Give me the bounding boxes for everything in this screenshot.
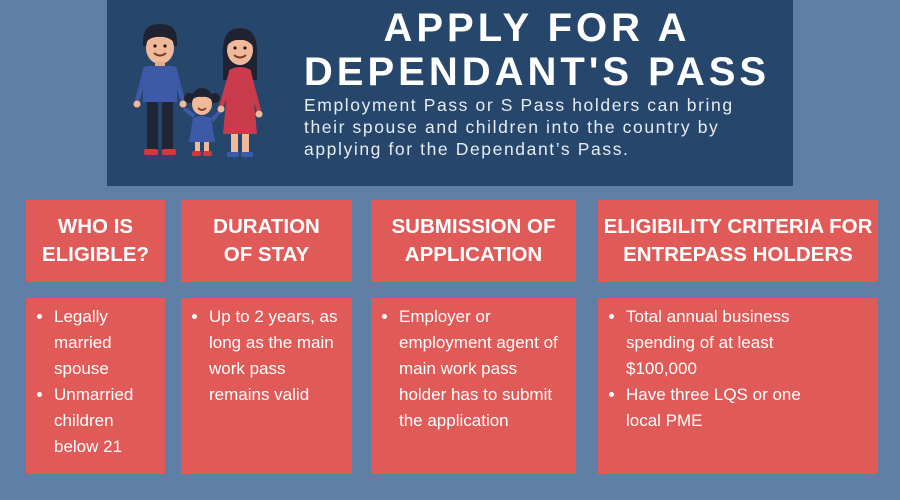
header-banner: APPLY FOR A DEPENDANT'S PASS Employment … [107, 0, 793, 186]
bullet-list: Total annual business spending of at lea… [598, 304, 838, 434]
list-item: Have three LQS or one local PME [626, 382, 838, 434]
heading-submission-of-application: SUBMISSION OF APPLICATION [371, 200, 576, 282]
list-item: Employer or employment agent of main wor… [399, 304, 560, 434]
mother-figure [217, 28, 263, 157]
bullet-list: Legally married spouse Unmarried childre… [26, 304, 157, 460]
heading-line: APPLICATION [404, 243, 543, 266]
title-line-1: APPLY FOR A [383, 6, 691, 50]
heading-line: ELIGIBILITY CRITERIA FOR [603, 215, 873, 238]
heading-line: ELIGIBLE? [41, 243, 150, 266]
heading-line: DURATION [213, 215, 320, 238]
list-item: Up to 2 years, as long as the main work … [209, 304, 338, 408]
title-line-2: DEPENDANT'S PASS [303, 50, 771, 94]
list-item: Unmarried children below 21 [54, 382, 157, 460]
intro-text: Employment Pass or S Pass holders can br… [304, 95, 734, 159]
father-figure [133, 24, 187, 155]
heading-line: WHO IS [57, 215, 134, 238]
bullet-list: Employer or employment agent of main wor… [371, 304, 560, 434]
card-entrepass-criteria: Total annual business spending of at lea… [598, 298, 878, 474]
heading-line: OF STAY [223, 243, 310, 266]
heading-duration-of-stay: DURATION OF STAY [181, 200, 352, 282]
card-who-is-eligible: Legally married spouse Unmarried childre… [26, 298, 165, 474]
list-item: Legally married spouse [54, 304, 157, 382]
family-illustration [133, 24, 263, 157]
card-duration-of-stay: Up to 2 years, as long as the main work … [181, 298, 352, 474]
page-title: APPLY FOR A DEPENDANT'S PASS [297, 6, 777, 94]
heading-entrepass-criteria: ELIGIBILITY CRITERIA FOR ENTREPASS HOLDER… [598, 200, 878, 282]
heading-line: SUBMISSION OF [391, 215, 556, 238]
list-item: Total annual business spending of at lea… [626, 304, 838, 382]
card-submission-of-application: Employer or employment agent of main wor… [371, 298, 576, 474]
bullet-list: Up to 2 years, as long as the main work … [181, 304, 338, 408]
heading-who-is-eligible: WHO IS ELIGIBLE? [26, 200, 165, 282]
heading-line: ENTREPASS HOLDERS [623, 243, 853, 266]
child-figure [183, 88, 221, 156]
